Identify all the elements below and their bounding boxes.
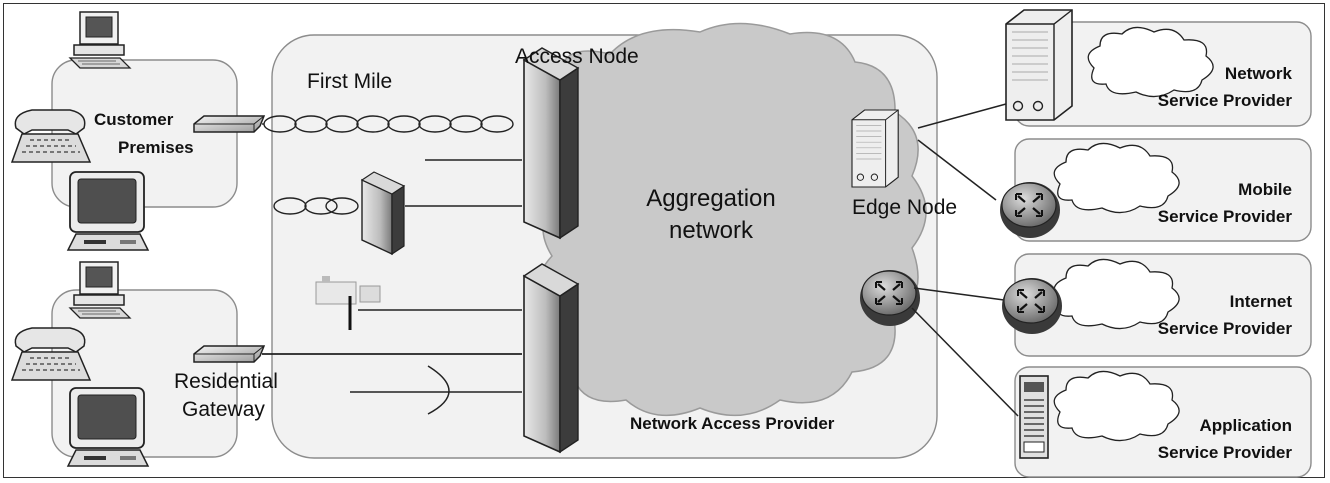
provider-name-line2: Service Provider <box>1157 207 1292 226</box>
cabinet-icon <box>315 276 381 330</box>
edge-node-label: Edge Node <box>852 196 958 219</box>
provider-name-line1: Mobile <box>1238 180 1292 199</box>
desktop-pc-icon <box>69 11 131 69</box>
provider-name-line2: Service Provider <box>1157 91 1292 110</box>
twisted-pair-line-2 <box>273 197 359 215</box>
provider-name-line1: Network <box>1224 64 1292 83</box>
residential-gateway-icon <box>193 345 265 363</box>
first-mile-label: First Mile <box>307 70 393 93</box>
telephone-icon <box>11 109 91 163</box>
residential-gateway-label-1: Residential <box>174 370 278 393</box>
twisted-pair-line-1 <box>262 115 514 133</box>
aggregation-network-label-1: Aggregation <box>646 185 776 212</box>
splitter-arrow <box>350 365 522 415</box>
tower-pc-icon <box>1019 375 1049 459</box>
residential-gateway-label-2: Gateway <box>182 398 265 421</box>
mobile-service-provider-label: Mobile Service Provider <box>1158 176 1292 230</box>
tv-monitor-icon <box>67 171 149 251</box>
server-icon <box>1005 9 1073 121</box>
application-service-provider-label: Application Service Provider <box>1158 412 1292 466</box>
edge-node-server-icon <box>851 109 899 188</box>
customer-premises-label-1: Customer <box>94 110 174 129</box>
access-node-bottom <box>522 263 580 454</box>
modem-icon <box>193 115 265 133</box>
network-access-provider-label: Network Access Provider <box>630 414 835 433</box>
router-icon <box>1000 276 1064 336</box>
provider-name-line1: Application <box>1199 416 1292 435</box>
provider-links <box>911 103 1019 417</box>
provider-name-line2: Service Provider <box>1157 319 1292 338</box>
tv-monitor-icon <box>67 387 149 467</box>
telephone-icon <box>11 327 91 381</box>
router-icon <box>998 180 1062 240</box>
access-node-top <box>522 47 580 240</box>
internet-service-provider-label: Internet Service Provider <box>1158 288 1292 342</box>
network-service-provider-label: Network Service Provider <box>1158 60 1292 114</box>
provider-name-line2: Service Provider <box>1157 443 1292 462</box>
access-node-label: Access Node <box>515 45 639 68</box>
customer-premises-label-2: Premises <box>118 138 194 157</box>
provider-name-line1: Internet <box>1229 292 1292 311</box>
remote-access-node <box>360 171 406 256</box>
aggregation-network-label-2: network <box>668 217 754 244</box>
edge-router-icon <box>858 268 922 328</box>
